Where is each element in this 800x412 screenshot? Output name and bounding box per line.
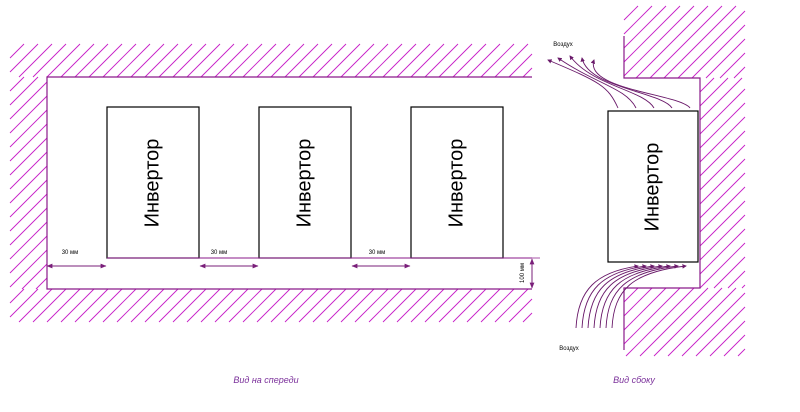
side-wall-hatching [623, 5, 746, 357]
front-inverter-1: Инвертор [106, 106, 200, 259]
bottom-clearance-dimension: 100 мм [503, 257, 540, 289]
wall-hatching-left [9, 76, 48, 290]
airflow-in-arrows [575, 264, 687, 329]
wall-hatching-bottom [9, 288, 533, 323]
front-inverter-2: Инвертор [258, 106, 352, 259]
inverter-label: Инвертор [293, 139, 315, 228]
front-view-caption: Вид на спереди [233, 375, 298, 385]
inverter-label: Инвертор [641, 143, 663, 232]
gap-dimension-3: 30 мм [351, 250, 411, 269]
inverter-label: Инвертор [445, 139, 467, 228]
front-view: Инвертор Инвертор Инвертор 30 мм 30 мм 3… [9, 43, 540, 385]
air-in-label: Воздух [559, 346, 578, 352]
side-view: Инвертор Воздух Воздух Вид сбоку [547, 5, 746, 385]
airflow-out-arrows [547, 55, 691, 109]
inverter-label: Инвертор [141, 139, 163, 228]
gap-dimension-1: 30 мм [46, 250, 107, 269]
side-view-caption: Вид сбоку [613, 375, 655, 385]
air-out-label: Воздух [553, 42, 572, 48]
front-inverter-3: Инвертор [410, 106, 504, 259]
wall-hatching-top [9, 43, 533, 78]
side-wall-outline [623, 36, 701, 350]
gap-label: 30 мм [369, 250, 386, 256]
wall-opening-outline [46, 76, 532, 290]
gap-label: 30 мм [211, 250, 228, 256]
bottom-clearance-label: 100 мм [520, 263, 526, 283]
side-inverter: Инвертор [607, 110, 699, 263]
gap-label: 30 мм [62, 250, 79, 256]
gap-dimension-2: 30 мм [199, 250, 259, 269]
